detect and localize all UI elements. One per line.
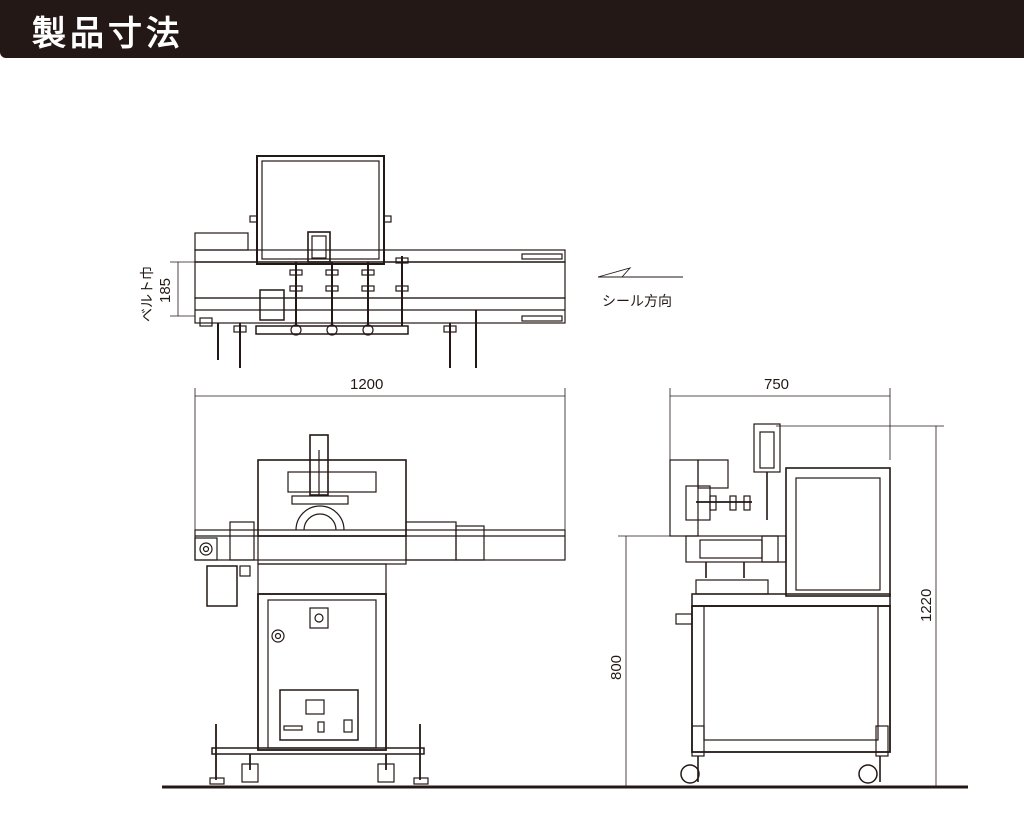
total-height-value: 1220: [918, 589, 935, 622]
side-view: [618, 388, 944, 786]
top-view: [170, 155, 683, 368]
page-title: 製品寸法: [32, 14, 184, 54]
seal-direction-label: シール方向: [602, 294, 672, 310]
belt-width-label: ベルト巾: [140, 266, 156, 322]
header-bar: 製品寸法: [0, 0, 1024, 58]
side-depth-value: 750: [764, 376, 789, 393]
belt-width-value: 185: [157, 278, 174, 303]
front-width-value: 1200: [350, 376, 383, 393]
table-height-value: 800: [608, 655, 625, 680]
front-view: [194, 388, 566, 785]
